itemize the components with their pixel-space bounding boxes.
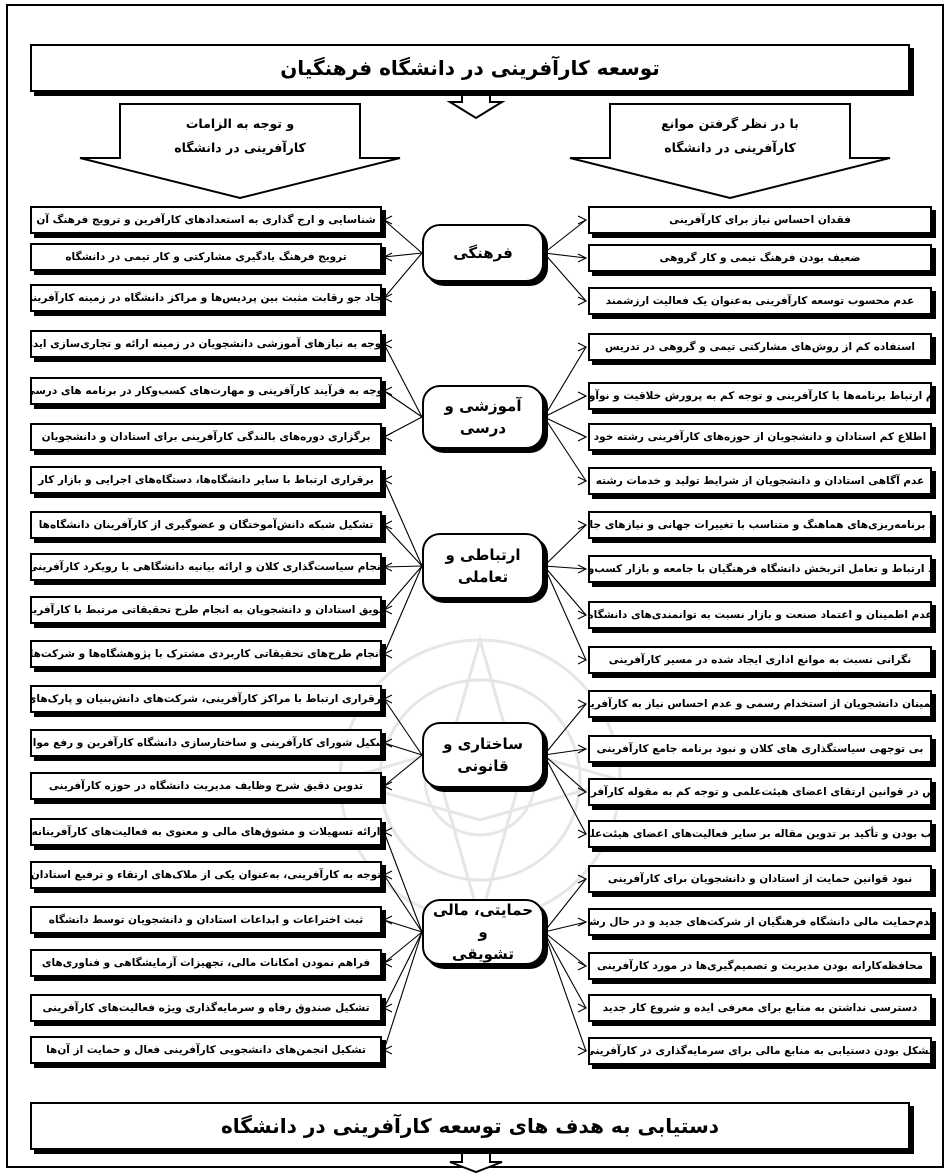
- right-item-box: بی توجهی سیاستگذاری های کلان و نبود برنا…: [588, 735, 932, 763]
- left-item-box: ایجاد جو رقابت مثبت بین پردیس‌ها و مراکز…: [30, 284, 382, 312]
- category-label: ساختاری و قانونی: [443, 735, 523, 775]
- main-title-box: توسعه کارآفرینی در دانشگاه فرهنگیان: [30, 44, 910, 92]
- right-item-text: نگرانی نسبت به موانع اداری ایجاد شده در …: [608, 654, 912, 666]
- right-item-box: اطلاع کم استادان و دانشجویان از حوزه‌های…: [588, 423, 932, 451]
- left-item-box: توجه به نیازهای آموزشی دانشجویان در زمین…: [30, 330, 382, 358]
- left-item-box: فراهم نمودن امکانات مالی، تجهیزات آزمایش…: [30, 949, 382, 977]
- left-item-text: برقراری ارتباط با سایر دانشگاه‌ها، دستگا…: [38, 474, 374, 486]
- left-item-text: فراهم نمودن امکانات مالی، تجهیزات آزمایش…: [41, 957, 371, 969]
- right-item-box: استفاده کم از روش‌های مشارکتی تیمی و گرو…: [588, 333, 932, 361]
- right-item-box: غالب بودن و تأکید بر تدوین مقاله بر سایر…: [588, 820, 932, 848]
- right-item-text: فقدان احساس نیاز برای کارآفرینی: [669, 214, 851, 226]
- right-item-text: نبود ارتباط و تعامل اثربخش دانشگاه فرهنگ…: [588, 563, 932, 575]
- right-item-text: اطمینان دانشجویان از استخدام رسمی و عدم …: [588, 698, 932, 710]
- right-item-text: مشکل بودن دستیابی به منابع مالی برای سرم…: [588, 1045, 932, 1057]
- right-item-box: اطمینان دانشجویان از استخدام رسمی و عدم …: [588, 690, 932, 718]
- left-item-box: تشکیل شورای کارآفرینی و ساختارسازی دانشگ…: [30, 729, 382, 757]
- left-item-box: ثبت اختراعات و ابداعات استادان و دانشجوی…: [30, 906, 382, 934]
- right-item-box: نبود ارتباط و تعامل اثربخش دانشگاه فرهنگ…: [588, 555, 932, 583]
- right-item-text: نبود قوانین حمایت از استادان و دانشجویان…: [607, 873, 913, 885]
- right-item-box: فقدان احساس نیاز برای کارآفرینی: [588, 206, 932, 234]
- left-item-box: انجام طرح‌های تحقیقاتی کاربردی مشترک با …: [30, 640, 382, 668]
- left-item-text: برقراری ارتباط با مراکز کارآفرینی، شرکت‌…: [30, 693, 382, 705]
- left-item-box: انجام سیاست‌گذاری کلان و ارائه بیانیه دا…: [30, 553, 382, 581]
- right-item-box: نبود قوانین حمایت از استادان و دانشجویان…: [588, 865, 932, 893]
- left-item-box: تشکیل انجمن‌های دانشجویی کارآفرینی فعال …: [30, 1036, 382, 1064]
- bottom-title-box: دستیابی به هدف های توسعه کارآفرینی در دا…: [30, 1102, 910, 1150]
- category-label: فرهنگی: [453, 244, 513, 262]
- left-item-box: شناسایی و ارج گذاری به استعدادهای کارآفر…: [30, 206, 382, 234]
- left-item-box: ارائه تسهیلات و مشوق‌های مالی و معنوی به…: [30, 818, 382, 846]
- bottom-title: دستیابی به هدف های توسعه کارآفرینی در دا…: [220, 1114, 720, 1138]
- left-item-box: تشکیل شبکه دانش‌آموختگان و عضوگیری از کا…: [30, 511, 382, 539]
- right-item-text: دسترسی نداشتن به منابع برای معرفی ایده و…: [602, 1002, 918, 1014]
- left-item-box: تشویق استادان و دانشجویان به انجام طرح ت…: [30, 596, 382, 624]
- right-item-text: عدم اطمینان و اعتماد صنعت و بازار نسبت ب…: [588, 609, 932, 621]
- right-item-text: عدم محسوب توسعه کارآفرینی به‌عنوان یک فع…: [605, 295, 915, 307]
- left-item-text: تشکیل شورای کارآفرینی و ساختارسازی دانشگ…: [30, 737, 382, 749]
- right-item-box: ضعیف بودن فرهنگ تیمی و کار گروهی: [588, 244, 932, 272]
- right-item-text: عدم آگاهی استادان و دانشجویان از شرایط ت…: [595, 475, 925, 487]
- left-item-box: توجه به کارآفرینی، به‌عنوان یکی از ملاک‌…: [30, 861, 382, 889]
- right-item-text: عدم ارتباط برنامه‌ها با کارآفرینی و توجه…: [588, 390, 932, 402]
- right-item-box: محافظه‌کارانه بودن مدیریت و تصمیم‌گیری‌ه…: [588, 952, 932, 980]
- left-item-text: توجه به نیازهای آموزشی دانشجویان در زمین…: [30, 338, 382, 350]
- right-item-box: دسترسی نداشتن به منابع برای معرفی ایده و…: [588, 994, 932, 1022]
- right-item-text: محافظه‌کارانه بودن مدیریت و تصمیم‌گیری‌ه…: [596, 960, 924, 972]
- left-item-box: تدوین دقیق شرح وظایف مدیریت دانشگاه در ح…: [30, 772, 382, 800]
- category-box: ساختاری و قانونی: [422, 722, 544, 788]
- right-item-text: عدم‌حمایت مالی دانشگاه فرهنگیان از شرکت‌…: [588, 916, 932, 928]
- right-item-text: نبود برنامه‌ریزی‌های هماهنگ و متناسب با …: [588, 519, 932, 531]
- left-item-box: برقراری ارتباط با مراکز کارآفرینی، شرکت‌…: [30, 685, 382, 713]
- right-item-text: ضعیف بودن فرهنگ تیمی و کار گروهی: [659, 252, 861, 264]
- left-item-text: ترویج فرهنگ یادگیری مشارکتی و کار تیمی د…: [65, 251, 347, 263]
- right-header-text: با در نظر گرفتن موانع کارآفرینی در دانشگ…: [661, 116, 799, 155]
- right-item-box: عدم محسوب توسعه کارآفرینی به‌عنوان یک فع…: [588, 287, 932, 315]
- left-item-text: انجام سیاست‌گذاری کلان و ارائه بیانیه دا…: [30, 561, 382, 573]
- right-item-text: نقص در قوانین ارتقای اعضای هیئت‌علمی و ت…: [588, 786, 932, 798]
- main-title: توسعه کارآفرینی در دانشگاه فرهنگیان: [280, 56, 660, 80]
- category-label: حمایتی، مالی و تشویقی: [432, 901, 534, 963]
- left-item-text: برگزاری دوره‌های بالندگی کارآفرینی برای …: [41, 431, 371, 443]
- category-box: ارتباطی و تعاملی: [422, 533, 544, 599]
- left-item-text: ایجاد جو رقابت مثبت بین پردیس‌ها و مراکز…: [30, 292, 382, 304]
- left-item-text: تشکیل انجمن‌های دانشجویی کارآفرینی فعال …: [46, 1044, 366, 1056]
- right-item-text: بی توجهی سیاستگذاری های کلان و نبود برنا…: [596, 743, 924, 755]
- right-item-text: غالب بودن و تأکید بر تدوین مقاله بر سایر…: [588, 828, 932, 840]
- right-item-box: عدم‌حمایت مالی دانشگاه فرهنگیان از شرکت‌…: [588, 908, 932, 936]
- category-label: آموزشی و درسی: [444, 397, 522, 437]
- left-item-text: تشکیل شبکه دانش‌آموختگان و عضوگیری از کا…: [38, 519, 374, 531]
- left-item-text: تشکیل صندوق رفاه و سرمایه‌گذاری ویژه فعا…: [42, 1002, 370, 1014]
- right-item-box: نگرانی نسبت به موانع اداری ایجاد شده در …: [588, 646, 932, 674]
- left-item-text: شناسایی و ارج گذاری به استعدادهای کارآفر…: [36, 214, 376, 226]
- right-item-box: نقص در قوانین ارتقای اعضای هیئت‌علمی و ت…: [588, 778, 932, 806]
- category-box: آموزشی و درسی: [422, 385, 544, 449]
- left-item-text: انجام طرح‌های تحقیقاتی کاربردی مشترک با …: [30, 648, 382, 660]
- left-item-text: تدوین دقیق شرح وظایف مدیریت دانشگاه در ح…: [48, 780, 364, 792]
- left-item-box: برگزاری دوره‌های بالندگی کارآفرینی برای …: [30, 423, 382, 451]
- left-item-box: تشکیل صندوق رفاه و سرمایه‌گذاری ویژه فعا…: [30, 994, 382, 1022]
- left-item-text: ثبت اختراعات و ابداعات استادان و دانشجوی…: [48, 914, 364, 926]
- right-item-box: نبود برنامه‌ریزی‌های هماهنگ و متناسب با …: [588, 511, 932, 539]
- right-item-text: اطلاع کم استادان و دانشجویان از حوزه‌های…: [593, 431, 927, 443]
- category-box: فرهنگی: [422, 224, 544, 282]
- category-label: ارتباطی و تعاملی: [445, 546, 521, 586]
- right-item-box: عدم ارتباط برنامه‌ها با کارآفرینی و توجه…: [588, 382, 932, 410]
- left-item-text: ارائه تسهیلات و مشوق‌های مالی و معنوی به…: [31, 826, 381, 838]
- left-item-box: توجه به فرآیند کارآفرینی و مهارت‌های کسب…: [30, 377, 382, 405]
- left-item-text: توجه به فرآیند کارآفرینی و مهارت‌های کسب…: [30, 385, 382, 397]
- left-item-text: تشویق استادان و دانشجویان به انجام طرح ت…: [30, 604, 382, 616]
- right-item-box: مشکل بودن دستیابی به منابع مالی برای سرم…: [588, 1037, 932, 1065]
- left-header-text: و توجه به الزامات کارآفرینی در دانشگاه: [174, 116, 306, 155]
- left-item-box: برقراری ارتباط با سایر دانشگاه‌ها، دستگا…: [30, 466, 382, 494]
- right-item-box: عدم آگاهی استادان و دانشجویان از شرایط ت…: [588, 467, 932, 495]
- right-item-box: عدم اطمینان و اعتماد صنعت و بازار نسبت ب…: [588, 601, 932, 629]
- category-box: حمایتی، مالی و تشویقی: [422, 899, 544, 965]
- right-item-text: استفاده کم از روش‌های مشارکتی تیمی و گرو…: [604, 341, 916, 353]
- left-item-text: توجه به کارآفرینی، به‌عنوان یکی از ملاک‌…: [30, 869, 382, 881]
- left-item-box: ترویج فرهنگ یادگیری مشارکتی و کار تیمی د…: [30, 243, 382, 271]
